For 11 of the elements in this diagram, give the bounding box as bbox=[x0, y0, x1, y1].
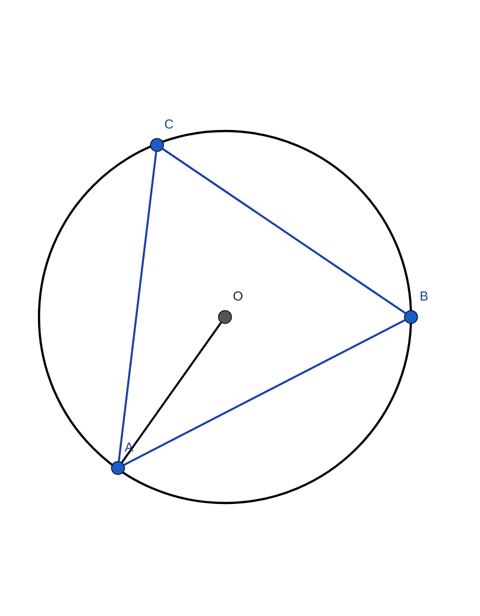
line-segment bbox=[162, 148, 406, 314]
point bbox=[150, 138, 164, 152]
line-segment bbox=[121, 322, 222, 463]
point-label: B bbox=[420, 292, 428, 300]
point bbox=[404, 310, 418, 324]
point-label: C bbox=[164, 119, 174, 129]
line-segment bbox=[118, 152, 158, 462]
point bbox=[111, 461, 125, 475]
point bbox=[218, 310, 232, 324]
line-segment bbox=[124, 319, 406, 466]
point-label: O bbox=[234, 291, 242, 301]
